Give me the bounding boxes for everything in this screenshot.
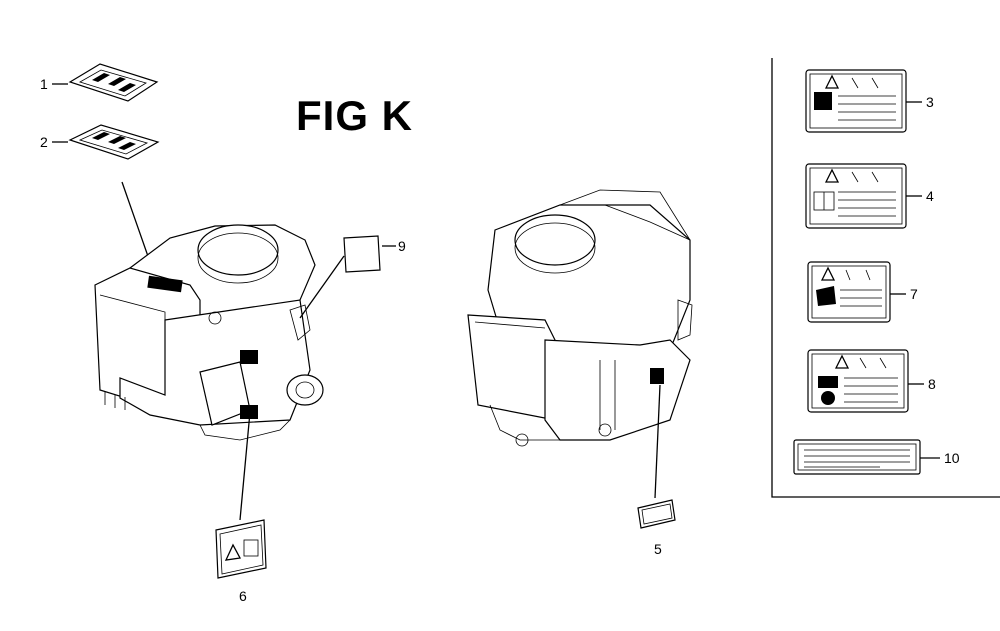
part-3-label-icon[interactable] <box>805 69 922 133</box>
callout-4: 4 <box>926 188 934 204</box>
part-5-decal-icon[interactable] <box>637 384 676 529</box>
callout-6: 6 <box>239 588 247 604</box>
callout-5: 5 <box>654 541 662 557</box>
part-8-label-icon[interactable] <box>807 349 924 413</box>
engine-right-icon <box>467 189 693 447</box>
part-2-nameplate-icon[interactable] <box>52 124 160 263</box>
engine-left-icon <box>94 224 324 441</box>
panel-divider <box>771 58 1000 498</box>
figure-title: FIG K <box>296 92 413 139</box>
callout-8: 8 <box>928 376 936 392</box>
part-9-decal-icon[interactable] <box>299 235 396 319</box>
callout-7: 7 <box>910 286 918 302</box>
part-4-label-icon[interactable] <box>805 163 922 229</box>
callout-10: 10 <box>944 450 960 466</box>
part-1-nameplate-icon[interactable] <box>52 63 159 102</box>
callout-1: 1 <box>40 76 48 92</box>
callout-9: 9 <box>398 238 406 254</box>
callout-2: 2 <box>40 134 48 150</box>
part-6-warning-decal-icon[interactable] <box>215 411 267 579</box>
part-7-label-icon[interactable] <box>807 261 906 323</box>
part-10-label-icon[interactable] <box>793 439 940 475</box>
callout-3: 3 <box>926 94 934 110</box>
